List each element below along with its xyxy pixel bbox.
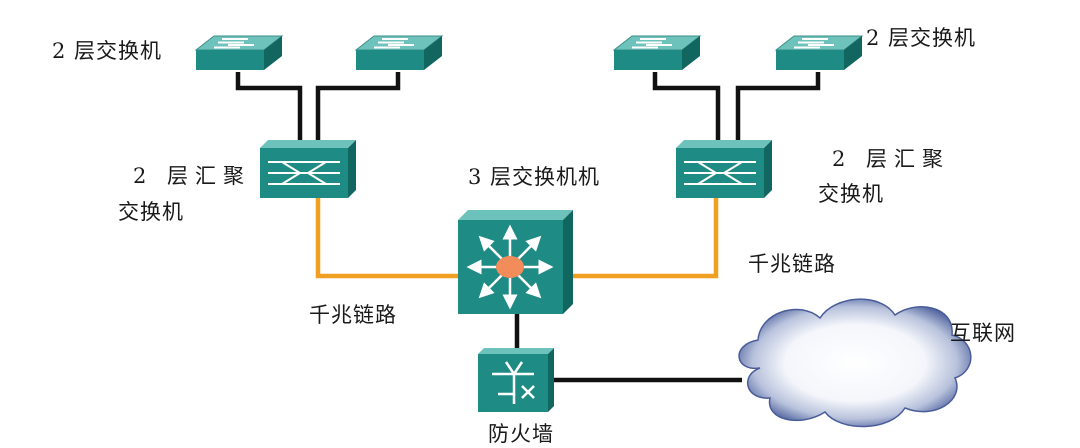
internet-label: 互联网 bbox=[950, 321, 1016, 345]
l2-agg-right-label-line1: 2 层汇聚 bbox=[832, 147, 951, 171]
link-right-switch1-agg bbox=[652, 72, 721, 145]
link-left-switch2-agg bbox=[315, 72, 401, 145]
black-links bbox=[235, 72, 821, 383]
gigabit-links bbox=[315, 195, 719, 279]
l2-agg-right-label-line2: 交换机 bbox=[818, 182, 884, 206]
aggregation-switch-icon bbox=[676, 140, 772, 198]
l2-agg-left-label-line2: 交换机 bbox=[118, 200, 184, 224]
gigabit-link-left bbox=[315, 195, 460, 279]
l2-switch-right-label: 2 层交换机 bbox=[866, 26, 977, 50]
gigabit-link-right bbox=[570, 195, 719, 279]
link-right-switch2-agg bbox=[735, 72, 821, 145]
l2-switch-icon bbox=[612, 35, 702, 70]
l2-agg-left-label-line1: 2 层汇聚 bbox=[133, 164, 252, 188]
l2-switch-icon bbox=[354, 35, 444, 70]
gigabit-link-right-label: 千兆链路 bbox=[748, 252, 836, 276]
core-center-dot bbox=[496, 256, 524, 278]
firewall-icon bbox=[478, 348, 554, 412]
l2-switch-icon bbox=[774, 35, 864, 70]
l3-switch-icon bbox=[458, 210, 573, 314]
l3-switch-label: 3 层交换机机 bbox=[468, 165, 601, 189]
gigabit-link-left-label: 千兆链路 bbox=[309, 303, 397, 327]
firewall-label: 防火墙 bbox=[488, 422, 554, 446]
internet-cloud-icon bbox=[738, 298, 972, 428]
aggregation-switch-icon bbox=[260, 140, 356, 198]
link-left-switch1-agg bbox=[235, 72, 303, 145]
l2-switch-left-label: 2 层交换机 bbox=[52, 39, 163, 63]
l2-switch-icon bbox=[194, 35, 284, 70]
